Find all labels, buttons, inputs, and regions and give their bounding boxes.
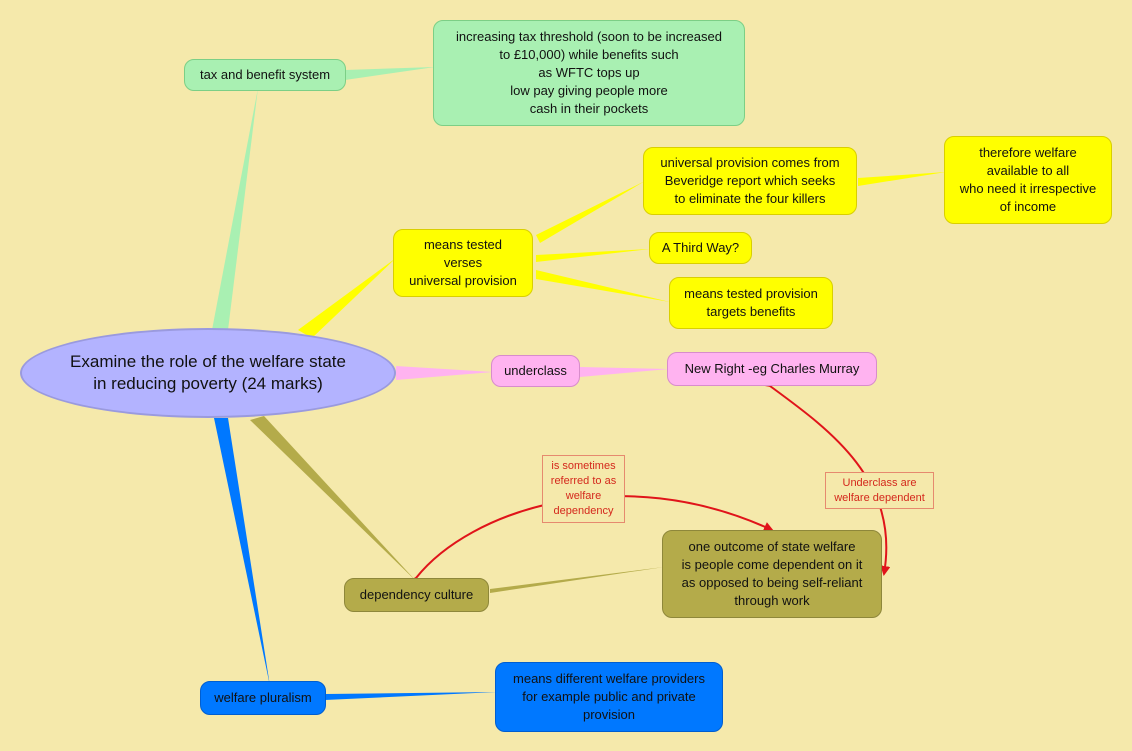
- node-new-right[interactable]: New Right -eg Charles Murray: [667, 352, 877, 386]
- node-therefore-welfare[interactable]: therefore welfare available to all who n…: [944, 136, 1112, 224]
- branch-means: [298, 258, 396, 338]
- node-means-targets[interactable]: means tested provision targets benefits: [669, 277, 833, 329]
- node-third-way[interactable]: A Third Way?: [649, 232, 752, 264]
- node-state-welfare-outcome[interactable]: one outcome of state welfare is people c…: [662, 530, 882, 618]
- branch-tax: [212, 88, 258, 330]
- link-underclass-newright: [580, 367, 669, 377]
- node-welfare-pluralism[interactable]: welfare pluralism: [200, 681, 326, 715]
- branch-dependency: [250, 416, 416, 581]
- link-means-universal: [536, 181, 645, 243]
- link-pluralism-detail: [325, 692, 497, 700]
- link-means-targets: [536, 270, 670, 302]
- node-universal-provision[interactable]: universal provision comes from Beveridge…: [643, 147, 857, 215]
- branch-pluralism: [214, 418, 270, 686]
- node-means-tested[interactable]: means tested verses universal provision: [393, 229, 533, 297]
- node-tax-benefit[interactable]: tax and benefit system: [184, 59, 346, 91]
- link-universal-therefore: [858, 172, 946, 186]
- central-topic[interactable]: Examine the role of the welfare state in…: [20, 328, 396, 418]
- arrow-newright-outcome: [760, 377, 891, 576]
- node-dependency-culture[interactable]: dependency culture: [344, 578, 489, 612]
- label-underclass-dependent: Underclass are welfare dependent: [825, 472, 934, 509]
- node-underclass[interactable]: underclass: [491, 355, 580, 387]
- branch-underclass: [396, 366, 493, 380]
- link-tax-detail: [345, 67, 435, 80]
- link-means-thirdway: [536, 249, 650, 262]
- node-tax-detail[interactable]: increasing tax threshold (soon to be inc…: [433, 20, 745, 126]
- link-dependency-outcome: [490, 567, 664, 593]
- label-welfare-dependency: is sometimes referred to as welfare depe…: [542, 455, 625, 523]
- node-pluralism-detail[interactable]: means different welfare providers for ex…: [495, 662, 723, 732]
